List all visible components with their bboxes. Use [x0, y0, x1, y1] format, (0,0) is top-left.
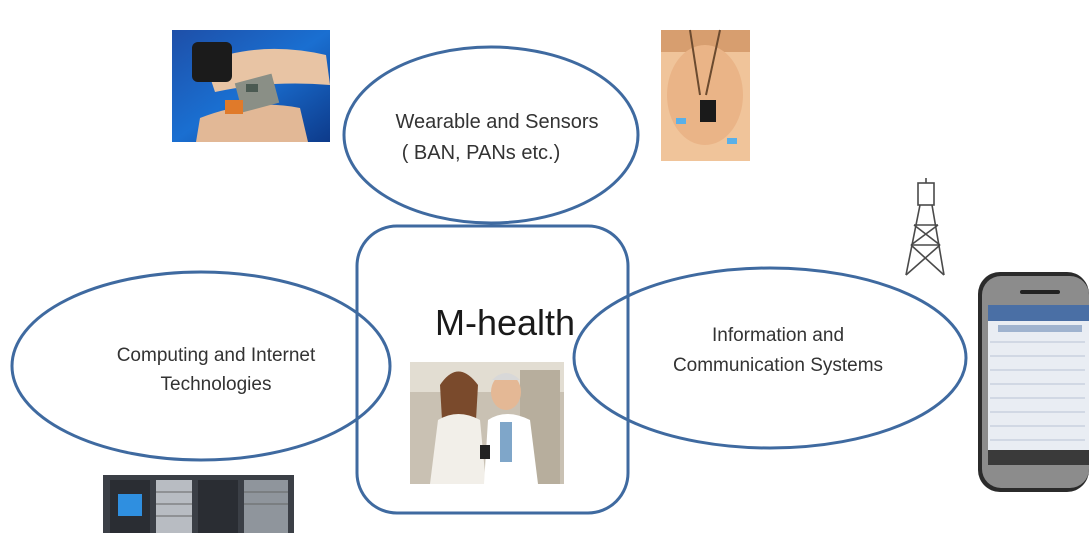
wearables-label-line2: ( BAN, PANs etc.) [402, 142, 561, 164]
ict-label-line1: Information and [712, 325, 844, 346]
wearables-label-line1: Wearable and Sensors [395, 111, 598, 133]
cell-tower-icon [905, 178, 945, 276]
chest-sensor-photo [661, 29, 750, 161]
computing-ellipse [10, 270, 392, 462]
server-rack-photo [103, 475, 294, 533]
computing-label-line1: Computing and Internet [117, 345, 316, 366]
mhealth-box [355, 224, 630, 515]
ict-label-line2: Communication Systems [673, 355, 883, 376]
doctors-photo [410, 362, 564, 484]
wrist-sensor-photo [172, 30, 330, 142]
wearables-ellipse [342, 45, 640, 225]
computing-label-line2: Technologies [161, 374, 272, 395]
smartphone-photo [978, 272, 1089, 492]
center-title: M-health [435, 302, 575, 343]
ict-ellipse [572, 266, 968, 450]
